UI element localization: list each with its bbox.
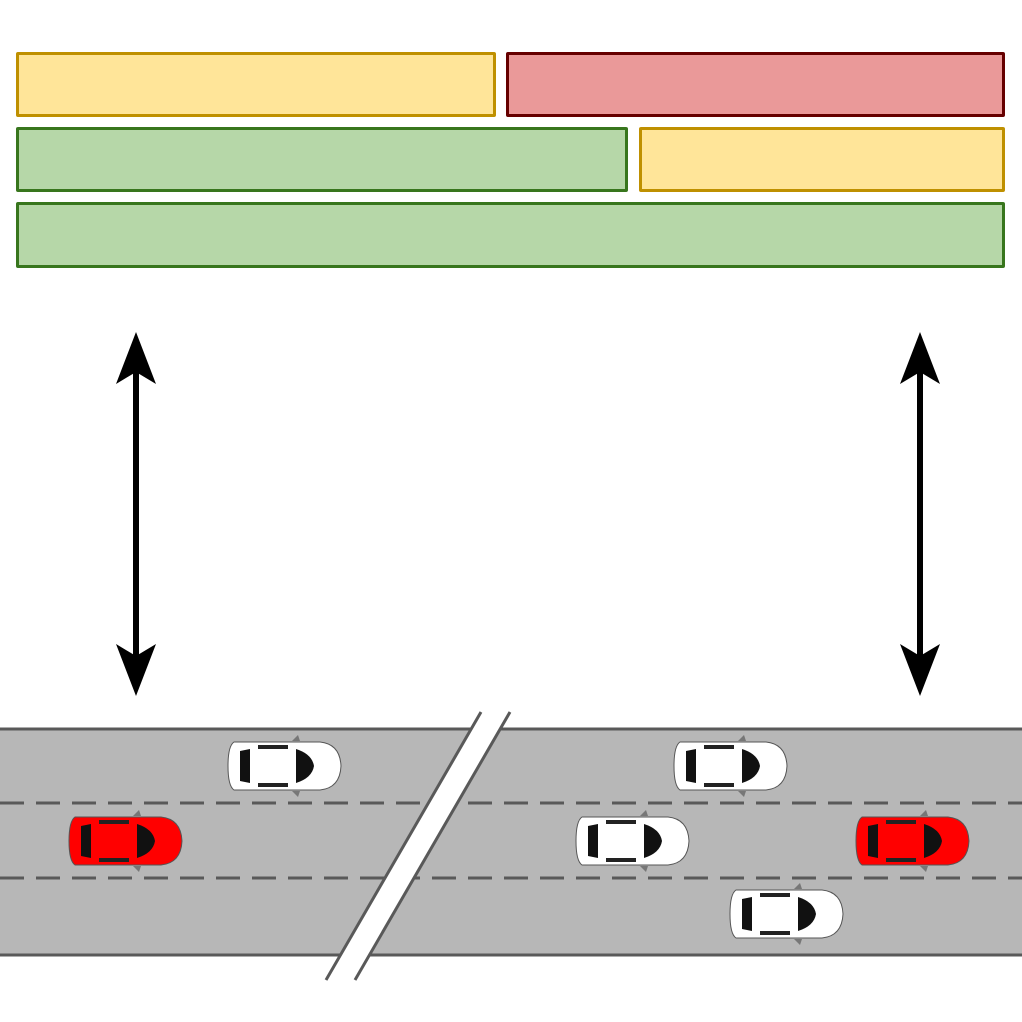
car-icon: [673, 734, 788, 798]
right-double-arrow-icon: [900, 332, 940, 696]
car-icon: [68, 809, 183, 873]
car-icon: [855, 809, 970, 873]
status-bar-row1-left: [16, 52, 496, 117]
status-bar-row1-right: [506, 52, 1005, 117]
status-bar-row2-left: [16, 127, 628, 192]
road-break-icon: [324, 711, 512, 981]
left-double-arrow-icon: [116, 332, 156, 696]
car-icon: [729, 882, 844, 946]
status-bar-row2-right: [639, 127, 1005, 192]
status-bar-row3: [16, 202, 1005, 268]
car-icon: [575, 809, 690, 873]
car-icon: [227, 734, 342, 798]
